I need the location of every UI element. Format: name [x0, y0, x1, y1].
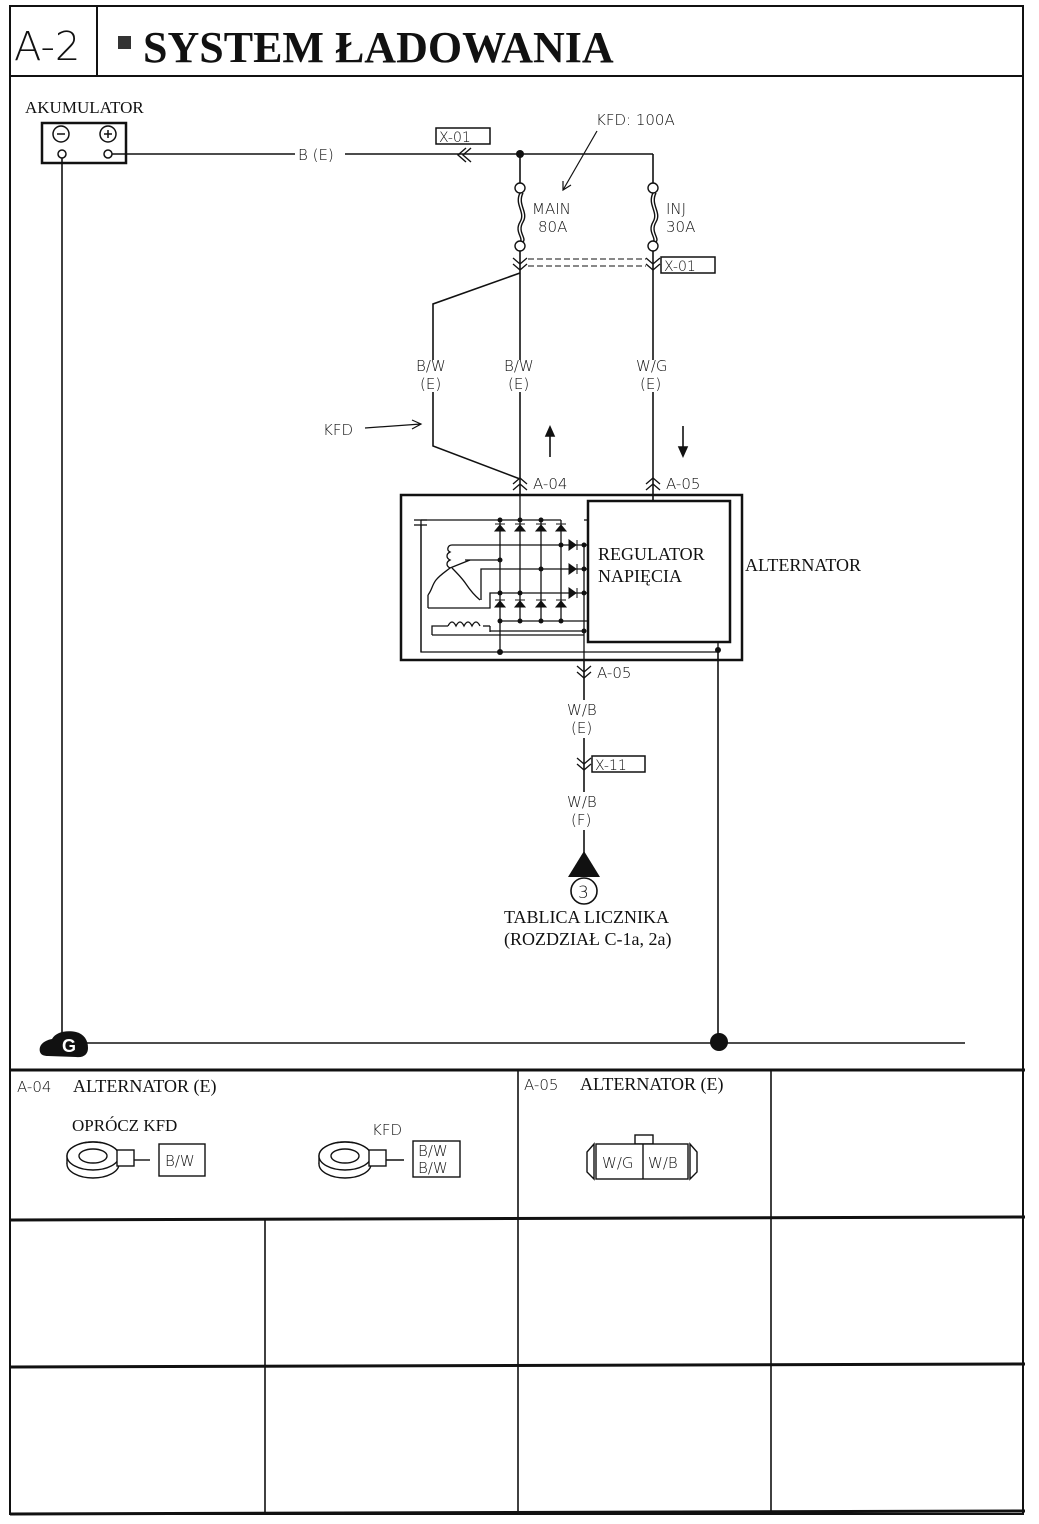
- wire-reg-out-e-color: W/B: [567, 701, 597, 719]
- connector-chevron-icon: [456, 147, 472, 163]
- wire-main-harness: (E): [508, 375, 529, 393]
- ground-symbol-letter: G: [62, 1036, 76, 1056]
- a04-view-code: A-04: [17, 1078, 51, 1096]
- wire-reg-out-f-color: W/B: [567, 793, 597, 811]
- alternator-label: ALTERNATOR: [745, 555, 861, 575]
- a04-variant-2-pin-2: B/W: [418, 1159, 448, 1177]
- arrow-down-icon: [677, 426, 689, 458]
- regulator-label-line2: NAPIĘCIA: [598, 566, 682, 586]
- connector-x01-top[interactable]: X-01: [435, 127, 491, 163]
- ring-terminal-icon: [66, 1141, 150, 1179]
- connector-a04[interactable]: A-04: [512, 475, 567, 493]
- page-title: SYSTEM ŁADOWANIA: [143, 23, 614, 72]
- kfd-fuse-note: KFD: 100A: [596, 111, 675, 129]
- connector-chevron-icon: [512, 257, 661, 271]
- diode-bridge-icons: [493, 523, 578, 608]
- inj-fuse-icon[interactable]: [647, 182, 659, 252]
- destination-label-line1: TABLICA LICZNIKA: [504, 907, 669, 927]
- wire-kfd-left-color: B/W: [416, 357, 446, 375]
- a04-variant-1-pin: B/W: [165, 1152, 195, 1170]
- wire-inj-color: W/G: [636, 357, 668, 375]
- alternator-housing[interactable]: [399, 493, 744, 662]
- main-fuse-name: MAIN: [532, 200, 571, 218]
- main-fuse-icon[interactable]: [514, 182, 526, 252]
- connector-x01-mid[interactable]: X-01: [512, 256, 716, 275]
- pin-box: [412, 1140, 461, 1178]
- section-code: A-2: [14, 24, 80, 70]
- connector-views-grid: [9, 1070, 1026, 1516]
- connector-x11-label: X-11: [595, 758, 627, 774]
- a05-pin-1: W/G: [602, 1154, 634, 1172]
- junction-dot: [516, 150, 524, 158]
- connector-a05-top-label: A-05: [666, 475, 700, 493]
- a04-variant-2-pin-1: B/W: [418, 1142, 448, 1160]
- connector-a05-bottom[interactable]: A-05: [576, 664, 631, 682]
- destination-label-line2: (ROZDZIAŁ C-1a, 2a): [504, 929, 671, 950]
- wire-reg-out-f-harness: (F): [571, 811, 591, 829]
- a05-view-code: A-05: [524, 1076, 558, 1094]
- connector-chevron-icon: [576, 665, 592, 679]
- kfd-pointer-arrow-icon: [364, 419, 423, 430]
- inj-fuse-rating: 30A: [666, 218, 695, 236]
- battery-label: AKUMULATOR: [25, 98, 144, 117]
- a04-variant-1-label: OPRÓCZ KFD: [72, 1116, 177, 1135]
- main-fuse-rating: 80A: [538, 218, 567, 236]
- title-bullet-icon: [118, 36, 131, 49]
- pin-box: [158, 1143, 206, 1177]
- connector-x01-top-label: X-01: [439, 130, 471, 146]
- wire-label-battery-main: B (E): [298, 146, 334, 164]
- wire-kfd-left-harness: (E): [420, 375, 441, 393]
- connector-x11[interactable]: X-11: [576, 755, 646, 774]
- connector-a04-label: A-04: [533, 475, 567, 493]
- wire-main-color: B/W: [504, 357, 534, 375]
- wire-lines: [61, 153, 965, 1044]
- wire-inj-harness: (E): [640, 375, 661, 393]
- internal-junction-dots: [497, 517, 721, 655]
- arrow-up-icon: [544, 425, 556, 457]
- connector-chevron-icon: [576, 757, 592, 771]
- connector-chevron-icon: [645, 477, 661, 491]
- connector-x01-mid-label: X-01: [664, 259, 696, 275]
- regulator-label-line1: REGULATOR: [598, 544, 705, 564]
- ring-terminal-icon: [318, 1141, 404, 1179]
- a04-view-title: ALTERNATOR (E): [73, 1076, 217, 1097]
- destination-ref-number: 3: [578, 883, 589, 903]
- ground-junction-dot: [710, 1033, 728, 1051]
- wire-reg-out-e-harness: (E): [571, 719, 592, 737]
- a04-variant-2-label: KFD: [372, 1121, 402, 1139]
- connector-a05-top[interactable]: A-05: [645, 475, 700, 493]
- inj-fuse-name: INJ: [666, 200, 686, 218]
- ground-symbol-icon: G: [39, 1031, 88, 1058]
- kfd-note-arrow-icon: [562, 130, 598, 192]
- destination-ref-icon[interactable]: 3: [568, 851, 600, 905]
- kfd-arrow-label: KFD: [323, 421, 353, 439]
- two-pin-connector-icon: [586, 1134, 698, 1181]
- connector-chevron-icon: [512, 477, 528, 491]
- connector-a05-bottom-label: A-05: [597, 664, 631, 682]
- a05-view-title: ALTERNATOR (E): [580, 1074, 724, 1095]
- battery-icon: [40, 121, 128, 165]
- a05-pin-2: W/B: [648, 1154, 678, 1172]
